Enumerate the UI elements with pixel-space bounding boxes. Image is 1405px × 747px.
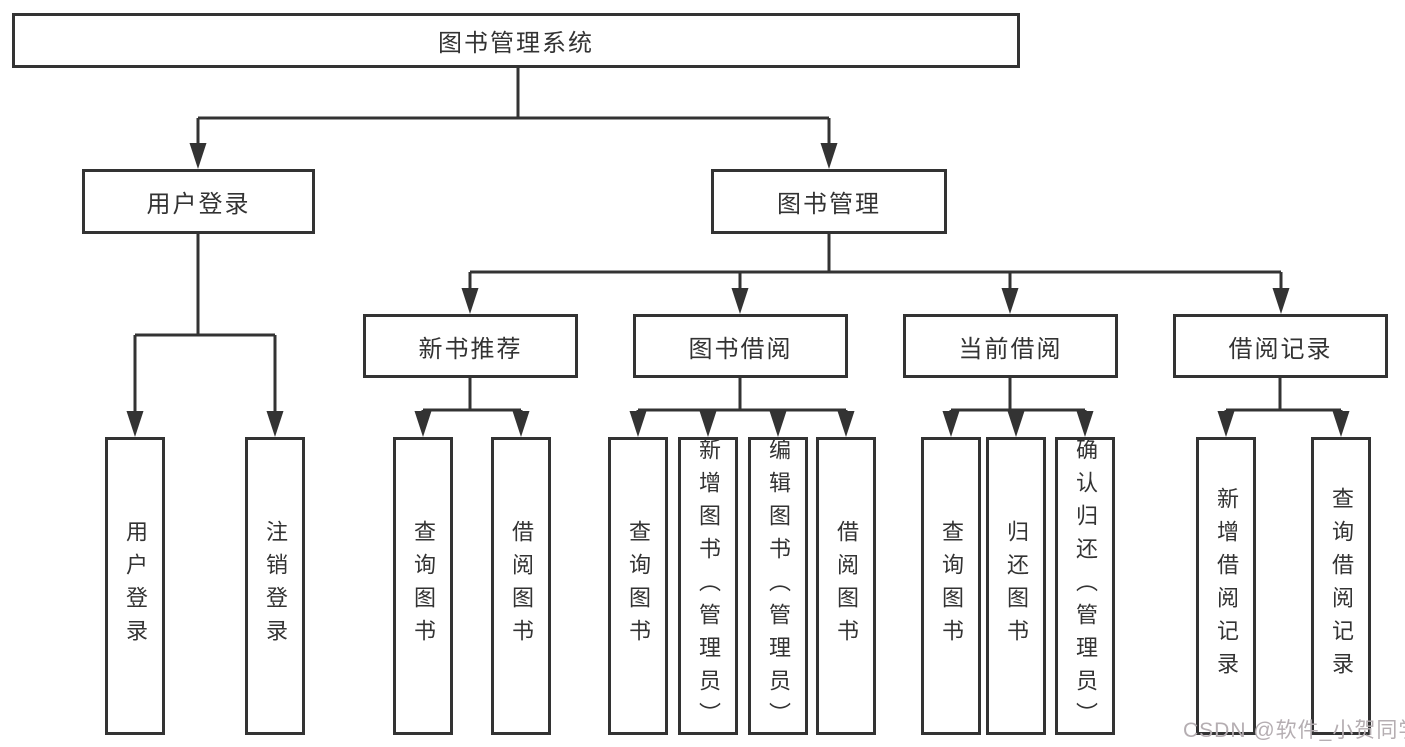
watermark: CSDN @软件_小贺同学 (1183, 719, 1405, 742)
node-borrowing-records: 借阅记录 (1173, 314, 1388, 378)
node-book-management: 图书管理 (711, 169, 947, 234)
node-user-login: 用户登录 (82, 169, 315, 234)
node-current-borrowing: 当前借阅 (903, 314, 1118, 378)
leaf-confirm-return-admin: 确认归还（管理员） (1055, 437, 1115, 735)
leaf-borrow-books: 借阅图书 (816, 437, 876, 735)
leaf-edit-book-admin-label: 编辑图书（管理员） (766, 437, 791, 735)
connector-lines (133, 68, 1343, 413)
node-book-borrowing-label: 图书借阅 (688, 335, 793, 363)
node-root: 图书管理系统 (12, 13, 1020, 68)
leaf-query-books-borrowing: 查询图书 (608, 437, 668, 735)
leaf-query-books-current-label: 查询图书 (939, 520, 964, 652)
leaf-add-borrow-record-label: 新增借阅记录 (1214, 487, 1239, 685)
leaf-borrow-books-recommend: 借阅图书 (491, 437, 551, 735)
leaf-query-books-borrowing-label: 查询图书 (626, 520, 651, 652)
node-book-management-label: 图书管理 (777, 191, 881, 218)
node-book-borrowing: 图书借阅 (633, 314, 848, 378)
leaf-return-book-label: 归还图书 (1004, 520, 1029, 652)
node-new-book-recommend-label: 新书推荐 (418, 335, 523, 363)
node-current-borrowing-label: 当前借阅 (958, 335, 1063, 363)
leaf-add-borrow-record: 新增借阅记录 (1196, 437, 1256, 735)
leaf-borrow-books-label: 借阅图书 (834, 520, 859, 652)
leaf-user-login: 用户登录 (105, 437, 165, 735)
leaf-query-books-recommend-label: 查询图书 (411, 520, 436, 652)
leaf-return-book: 归还图书 (986, 437, 1046, 735)
leaf-query-borrow-record-label: 查询借阅记录 (1329, 487, 1354, 685)
leaf-user-login-label: 用户登录 (123, 520, 148, 652)
node-new-book-recommend: 新书推荐 (363, 314, 578, 378)
node-user-login-label: 用户登录 (146, 191, 251, 218)
leaf-query-books-current: 查询图书 (921, 437, 981, 735)
leaf-add-book-admin: 新增图书（管理员） (678, 437, 738, 735)
leaf-logout-label: 注销登录 (263, 520, 288, 652)
leaf-logout: 注销登录 (245, 437, 305, 735)
leaf-query-borrow-record: 查询借阅记录 (1311, 437, 1371, 735)
leaf-edit-book-admin: 编辑图书（管理员） (748, 437, 808, 735)
leaf-query-books-recommend: 查询图书 (393, 437, 453, 735)
node-borrowing-records-label: 借阅记录 (1228, 335, 1333, 363)
node-root-label: 图书管理系统 (438, 30, 594, 57)
leaf-confirm-return-admin-label: 确认归还（管理员） (1073, 437, 1098, 735)
leaf-add-book-admin-label: 新增图书（管理员） (696, 437, 721, 735)
leaf-borrow-books-recommend-label: 借阅图书 (509, 520, 534, 652)
